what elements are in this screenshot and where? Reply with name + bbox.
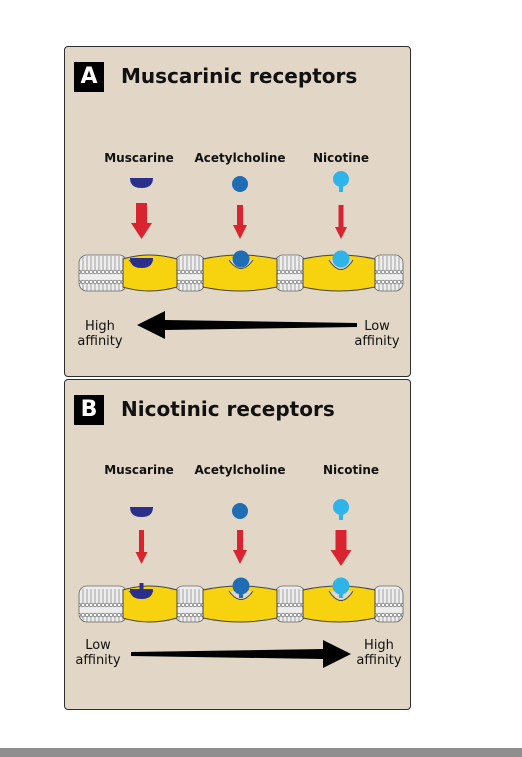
bound-muscarine — [130, 589, 153, 599]
binding-arrows — [135, 530, 352, 566]
nicotine-molecule — [333, 499, 349, 520]
affinity-arrow — [131, 640, 351, 668]
acetylcholine-molecule — [232, 176, 248, 192]
nicotine-molecule — [333, 171, 349, 192]
ligand-label-nicotine: Nicotine — [322, 463, 380, 477]
panel-title: Muscarinic receptors — [121, 64, 358, 88]
panel-nicotinic: B Nicotinic receptors Muscarine Acetylch… — [64, 379, 411, 710]
bottom-scroll-bar — [0, 748, 522, 757]
affinity-arrow — [137, 311, 357, 339]
muscarine-molecule — [130, 507, 153, 517]
bound-muscarine — [130, 258, 153, 268]
panel-badge: A — [74, 62, 104, 92]
affinity-right-label: Low affinity — [354, 319, 400, 349]
ligand-label-nicotine: Nicotine — [312, 151, 370, 165]
diagram-art — [78, 499, 404, 668]
binding-arrows — [131, 203, 347, 239]
panel-title: Nicotinic receptors — [121, 397, 335, 421]
ligand-label-acetylcholine: Acetylcholine — [194, 463, 286, 477]
muscarine-molecule — [130, 178, 153, 188]
affinity-left-label: Low affinity — [75, 638, 121, 668]
affinity-left-label: High affinity — [77, 319, 123, 349]
ligand-label-muscarine: Muscarine — [104, 151, 174, 165]
ligand-label-muscarine: Muscarine — [104, 463, 174, 477]
bound-acetylcholine — [232, 577, 250, 595]
panel-badge: B — [74, 395, 104, 425]
bound-acetylcholine — [232, 250, 250, 268]
bound-nicotine — [332, 250, 350, 268]
panel-muscarinic: A Muscarinic receptors Muscarine Acetylc… — [64, 46, 411, 377]
affinity-right-label: High affinity — [356, 638, 402, 668]
ligand-label-acetylcholine: Acetylcholine — [194, 151, 286, 165]
diagram-art — [78, 171, 404, 339]
cell-membrane — [78, 585, 404, 623]
acetylcholine-molecule — [232, 503, 248, 519]
bound-nicotine — [332, 577, 350, 595]
